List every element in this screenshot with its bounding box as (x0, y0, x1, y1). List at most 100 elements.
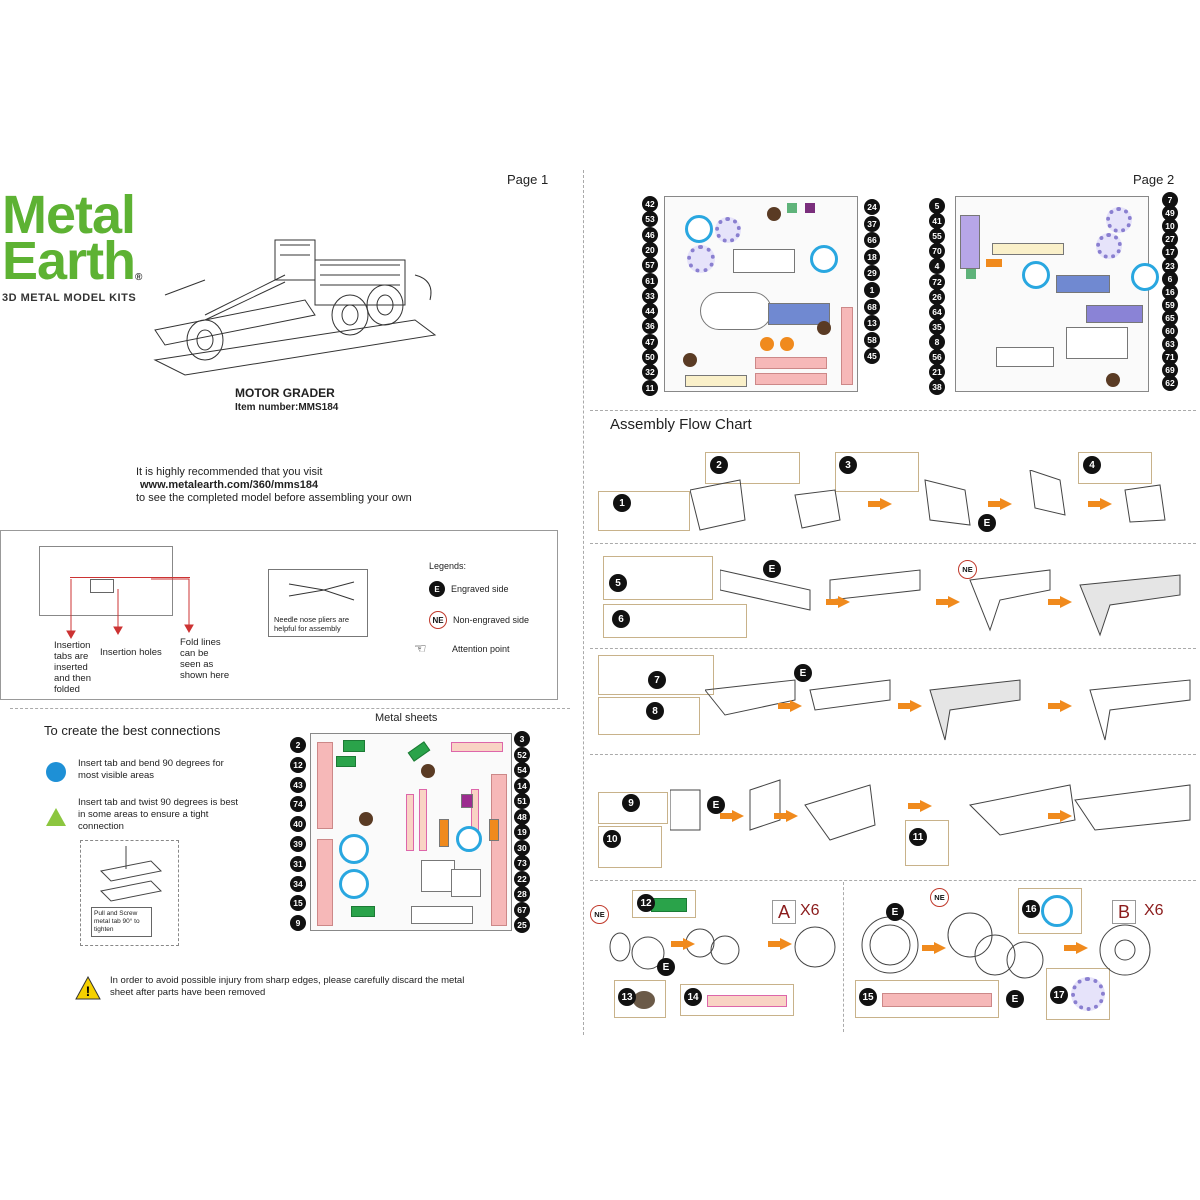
part-number-callout: 33 (642, 287, 658, 304)
step-number: 7 (648, 671, 666, 689)
part-number-callout: 65 (1162, 309, 1178, 326)
pliers-twist-illustration (99, 846, 163, 902)
part-number-callout: 52 (514, 746, 530, 763)
part-number-callout: 66 (864, 232, 880, 249)
part-number-callout: 59 (1162, 296, 1178, 313)
part-number-callout: 41 (929, 213, 945, 230)
orange-part (489, 819, 499, 841)
arrow-icon (1064, 942, 1088, 954)
step-number: 14 (684, 988, 702, 1006)
pink-part (882, 993, 992, 1007)
orange-gear (760, 337, 774, 351)
recommend-url[interactable]: www.metalearth.com/360/mms184 (140, 479, 319, 491)
green-part (343, 740, 365, 752)
part-number-callout: 32 (642, 364, 658, 381)
part-number-callout: 25 (514, 917, 530, 933)
part-58 (841, 307, 853, 385)
flow-chart-title: Assembly Flow Chart (610, 416, 752, 433)
step-box-1 (598, 491, 690, 531)
sub-a-illustration (609, 926, 836, 970)
gear-icon (1096, 233, 1122, 259)
peach-part (419, 789, 427, 851)
part-number-callout: 69 (1162, 362, 1178, 379)
part-number-callout: 19 (514, 824, 530, 840)
step-number: 6 (612, 610, 630, 628)
part-number-callout: 6 (1162, 270, 1178, 287)
pink-part (755, 373, 827, 385)
gear-icon (456, 826, 482, 852)
item-number-label: Item number: (235, 402, 299, 413)
part-number-callout: 39 (290, 836, 306, 852)
arrow-icon (768, 938, 792, 950)
brand-line1: Metal (2, 185, 136, 245)
page-1-label: Page 1 (507, 172, 549, 187)
part-number-callout: 73 (514, 855, 530, 871)
frame-part (1066, 327, 1128, 359)
part-number-callout: 51 (514, 793, 530, 809)
orange-part (439, 819, 449, 847)
green-triangle-icon (46, 808, 66, 826)
engraved-badge: E (794, 664, 812, 682)
part-number-callout: 53 (642, 211, 658, 228)
non-engraved-label: Non-engraved side (453, 615, 530, 625)
sub-b-mult: X6 (1144, 902, 1164, 919)
step-number: 12 (637, 894, 655, 912)
fold-line (70, 577, 190, 578)
purple-part (461, 794, 473, 808)
gear-icon (1071, 977, 1105, 1011)
divider (590, 543, 1196, 544)
brown-part (683, 353, 697, 367)
recommend-line1: It is highly recommended that you visit (136, 466, 323, 478)
non-engraved-badge: NE (590, 905, 609, 924)
step-number: 16 (1022, 900, 1040, 918)
part-number-callout: 54 (514, 762, 530, 778)
part-number-callout: 45 (864, 348, 880, 365)
part-number-callout: 17 (1162, 244, 1178, 261)
part-number-callout: 4 (929, 258, 945, 275)
divider (590, 410, 1196, 411)
part-2 (317, 742, 333, 829)
part-number-callout: 42 (642, 196, 658, 212)
peach-part (707, 995, 787, 1007)
plate-part (700, 292, 772, 330)
part-number-callout: 2 (290, 737, 306, 753)
part-number-callout: 3 (514, 731, 530, 747)
part-number-callout: 58 (864, 331, 880, 348)
gear-icon (1106, 207, 1132, 233)
row4-illustration (670, 779, 1191, 841)
part-number-callout: 43 (290, 776, 306, 793)
warning-text: In order to avoid possible injury from s… (110, 975, 465, 998)
part-number-callout: 36 (642, 318, 658, 335)
part-number-callout: 34 (290, 875, 306, 892)
legends-title: Legends: (429, 561, 467, 571)
svg-text:!: ! (86, 983, 91, 999)
step-number: 13 (618, 988, 636, 1006)
part-number-callout: 11 (642, 379, 658, 396)
brand-tagline: 3D METAL MODEL KITS (2, 292, 137, 304)
part-number-callout: 40 (290, 816, 306, 833)
part-number-callout: 50 (642, 349, 658, 365)
engraved-label: Engraved side (451, 584, 509, 594)
part-3 (491, 774, 507, 926)
gear-icon (810, 245, 838, 273)
engraved-badge: E (657, 958, 675, 976)
pliers-box: Needle nose pliers are helpful for assem… (268, 569, 368, 637)
part-number-callout: 21 (929, 364, 945, 381)
peach-part (406, 794, 414, 851)
engraved-badge: E (886, 903, 904, 921)
label-insertion-holes: Insertion holes (100, 647, 162, 658)
attention-label: Attention point (452, 643, 510, 654)
step-number: 9 (622, 794, 640, 812)
tab-diagram (39, 546, 190, 616)
metal-sheet-1 (310, 733, 512, 931)
divider (590, 648, 1196, 649)
step-number: 4 (1083, 456, 1101, 474)
part-number-callout: 46 (642, 226, 658, 243)
tab-shape (90, 579, 114, 593)
green-part (787, 203, 797, 213)
part-number-callout: 8 (929, 333, 945, 350)
purple-part (805, 203, 815, 213)
lavender-part (960, 215, 980, 269)
part-number-callout: 23 (1162, 257, 1178, 274)
part-number-callout: 37 (864, 215, 880, 232)
